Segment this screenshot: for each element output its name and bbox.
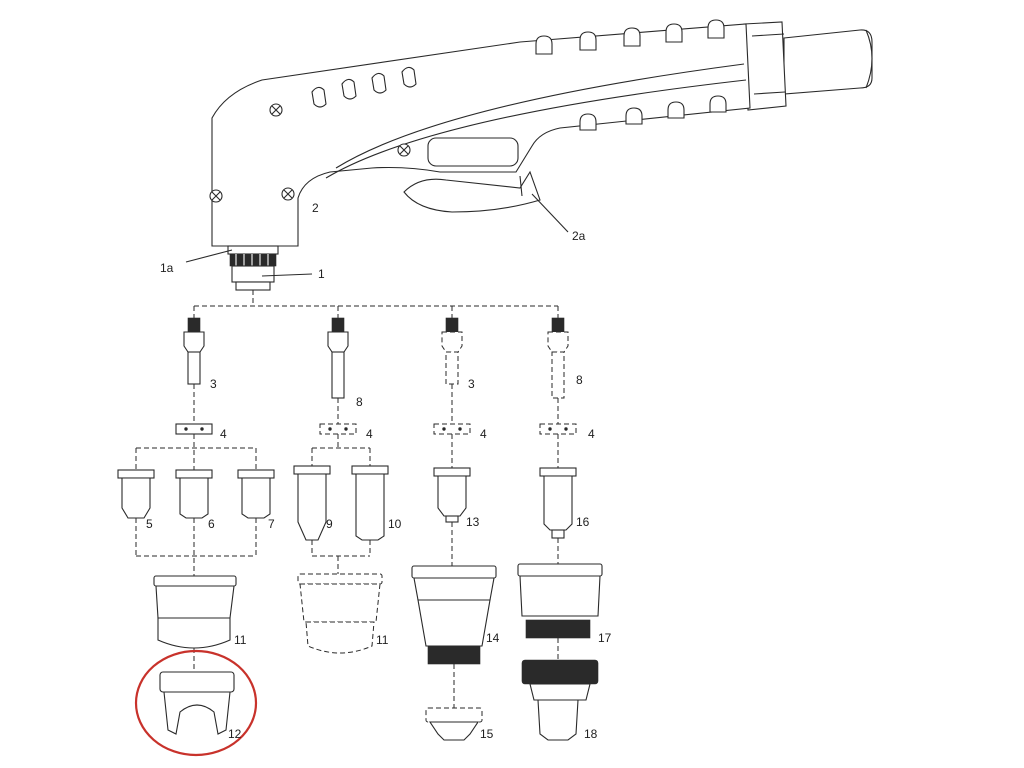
retaining-cap-17 xyxy=(517,563,603,639)
label-1: 1 xyxy=(318,267,325,281)
label-1a: 1a xyxy=(160,261,174,275)
swirl-ring-4-a xyxy=(175,423,213,435)
nozzle-6 xyxy=(175,469,213,519)
label-6: 6 xyxy=(208,517,215,531)
highlight-circle xyxy=(134,649,258,757)
torch-head-fitting xyxy=(227,245,279,291)
screw-icon xyxy=(209,189,223,203)
nozzle-16 xyxy=(539,467,577,539)
label-10: 10 xyxy=(388,517,402,531)
swirl-ring-4-b xyxy=(319,423,357,435)
spacer-guide-12 xyxy=(159,671,235,735)
torch-handle xyxy=(209,19,873,247)
label-14: 14 xyxy=(486,631,500,645)
label-11-a: 11 xyxy=(234,633,247,647)
label-15: 15 xyxy=(480,727,494,741)
nozzle-9 xyxy=(293,465,331,541)
label-11-b: 11 xyxy=(376,633,389,647)
label-3-a: 3 xyxy=(210,377,217,391)
screw-icon xyxy=(269,103,283,117)
shield-15 xyxy=(425,707,483,741)
screw-icon xyxy=(397,143,411,157)
label-4-a: 4 xyxy=(220,427,227,441)
label-2a: 2a xyxy=(572,229,586,243)
label-4-b: 4 xyxy=(366,427,373,441)
label-8-d: 8 xyxy=(576,373,583,387)
label-4-c: 4 xyxy=(480,427,487,441)
assembly-connectors xyxy=(135,290,559,708)
label-4-d: 4 xyxy=(588,427,595,441)
swirl-ring-4-c xyxy=(433,423,471,435)
label-17: 17 xyxy=(598,631,612,645)
electrode-3-c xyxy=(441,317,463,385)
retaining-cap-14 xyxy=(411,565,497,665)
shield-cup-11-a xyxy=(153,575,237,649)
label-9: 9 xyxy=(326,517,333,531)
label-18: 18 xyxy=(584,727,598,741)
label-3-c: 3 xyxy=(468,377,475,391)
label-16: 16 xyxy=(576,515,590,529)
label-2: 2 xyxy=(312,201,319,215)
swirl-ring-4-d xyxy=(539,423,577,435)
nozzle-10 xyxy=(351,465,389,541)
label-8-b: 8 xyxy=(356,395,363,409)
nozzle-13 xyxy=(433,467,471,523)
electrode-3-a xyxy=(183,317,205,385)
label-12: 12 xyxy=(228,727,242,741)
nozzle-5 xyxy=(117,469,155,519)
screw-icon xyxy=(281,187,295,201)
electrode-8-d xyxy=(547,317,569,399)
nozzle-7 xyxy=(237,469,275,519)
shield-cup-11-b xyxy=(297,573,383,654)
label-13: 13 xyxy=(466,515,480,529)
label-7: 7 xyxy=(268,517,275,531)
gouging-nozzle-18 xyxy=(521,659,599,741)
label-5: 5 xyxy=(146,517,153,531)
electrode-8-b xyxy=(327,317,349,399)
